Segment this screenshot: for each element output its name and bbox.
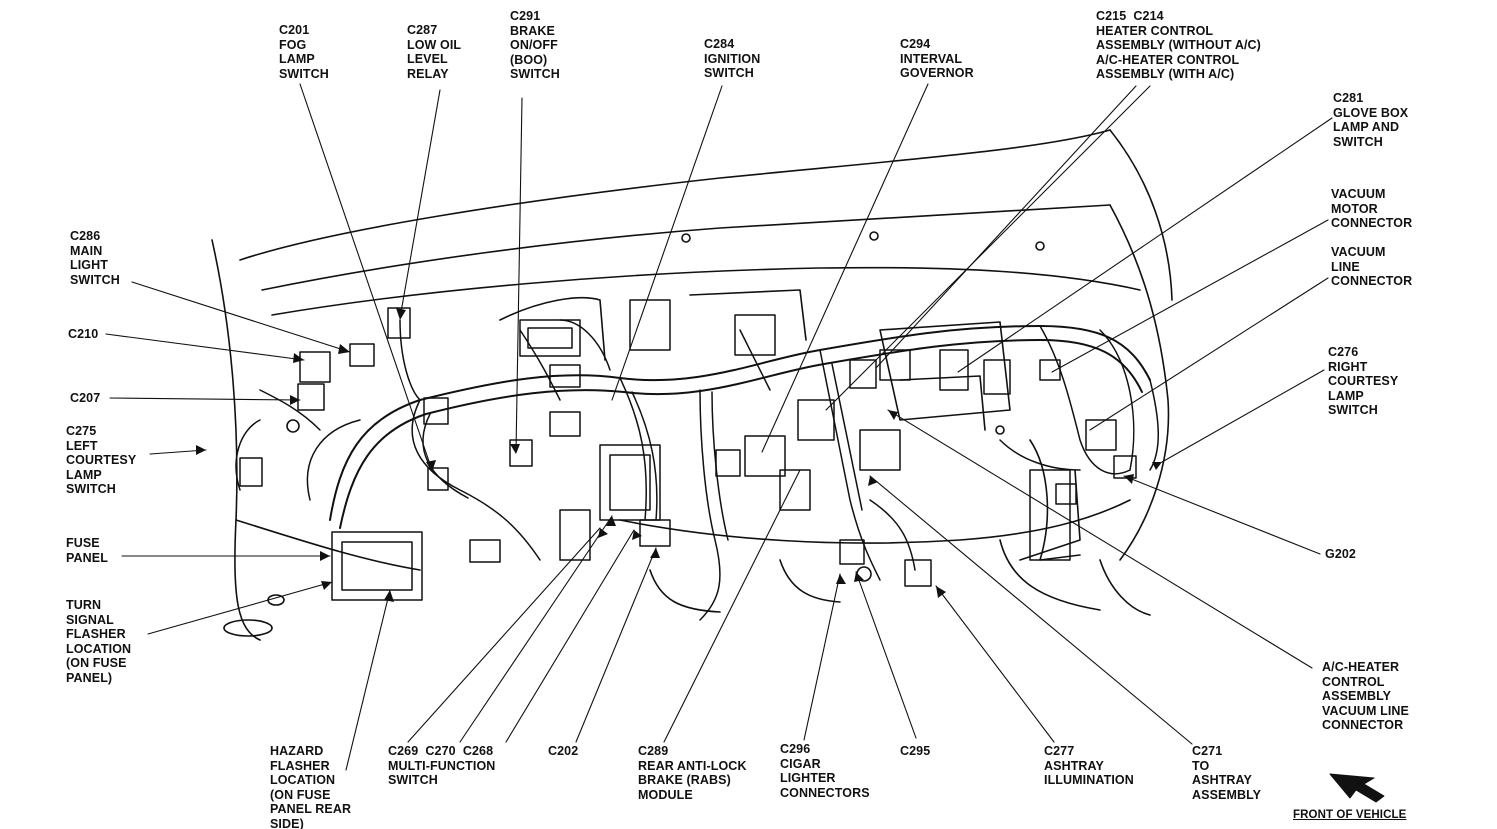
label-c287: C287 LOW OIL LEVEL RELAY bbox=[407, 23, 462, 81]
label-c286: C286 MAIN LIGHT SWITCH bbox=[70, 229, 120, 287]
label-fuse-panel: FUSE PANEL bbox=[66, 536, 108, 565]
label-c294: C294 INTERVAL GOVERNOR bbox=[900, 37, 974, 80]
front-arrow-icon bbox=[1329, 773, 1385, 803]
label-c215-c214: C215 C214 HEATER CONTROL ASSEMBLY (WITHO… bbox=[1096, 9, 1261, 81]
dashboard-outline bbox=[211, 129, 1173, 641]
harness-branches bbox=[235, 319, 1159, 621]
label-ac-heater-vacuum-connector: A/C-HEATER CONTROL ASSEMBLY VACUUM LINE … bbox=[1322, 660, 1409, 732]
label-c276: C276 RIGHT COURTESY LAMP SWITCH bbox=[1328, 345, 1399, 417]
label-g202: G202 bbox=[1325, 547, 1356, 561]
label-c289: C289 REAR ANTI-LOCK BRAKE (RABS) MODULE bbox=[638, 744, 747, 802]
label-c291: C291 BRAKE ON/OFF (BOO) SWITCH bbox=[510, 9, 560, 81]
label-c201: C201 FOG LAMP SWITCH bbox=[279, 23, 329, 81]
label-c281: C281 GLOVE BOX LAMP AND SWITCH bbox=[1333, 91, 1409, 149]
label-c271: C271 TO ASHTRAY ASSEMBLY bbox=[1192, 744, 1262, 802]
label-c277: C277 ASHTRAY ILLUMINATION bbox=[1044, 744, 1134, 787]
label-c210: C210 bbox=[68, 327, 99, 341]
label-c207: C207 bbox=[70, 391, 101, 405]
arrowheads bbox=[196, 308, 1162, 602]
connector-blocks bbox=[239, 299, 1137, 601]
label-hazard-flasher: HAZARD FLASHER LOCATION (ON FUSE PANEL R… bbox=[270, 744, 352, 829]
label-vacuum-motor-connector: VACUUM MOTOR CONNECTOR bbox=[1331, 187, 1413, 230]
label-front-of-vehicle: FRONT OF VEHICLE bbox=[1293, 809, 1407, 821]
label-c296: C296 CIGAR LIGHTER CONNECTORS bbox=[780, 742, 870, 800]
label-turn-signal-flasher: TURN SIGNAL FLASHER LOCATION (ON FUSE PA… bbox=[66, 598, 132, 685]
label-c275: C275 LEFT COURTESY LAMP SWITCH bbox=[66, 424, 137, 496]
label-c202: C202 bbox=[548, 744, 579, 758]
label-c284: C284 IGNITION SWITCH bbox=[704, 37, 761, 80]
leader-lines bbox=[105, 83, 1333, 771]
label-c269-c270-c268: C269 C270 C268 MULTI-FUNCTION SWITCH bbox=[388, 744, 496, 787]
label-c295: C295 bbox=[900, 744, 931, 758]
label-vacuum-line-connector: VACUUM LINE CONNECTOR bbox=[1331, 245, 1413, 288]
harness-main bbox=[329, 325, 1151, 529]
